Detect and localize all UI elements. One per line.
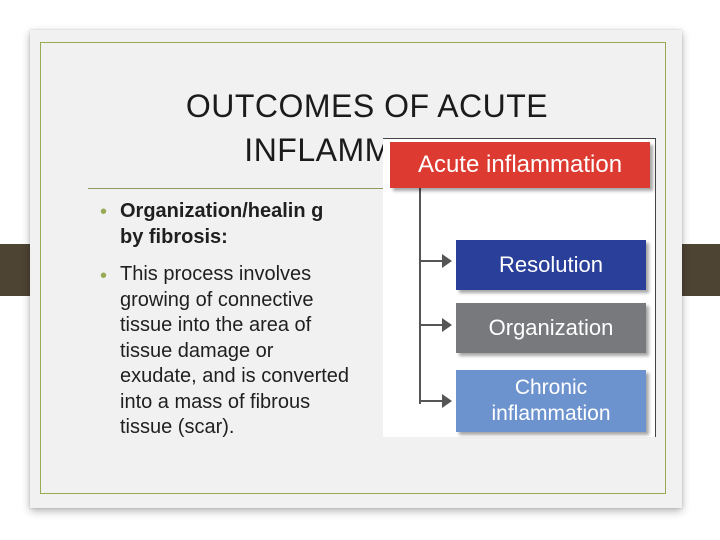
bullet-marker: • [100, 265, 108, 287]
organization-box: Organization [456, 303, 646, 353]
arrow-to-chronic [420, 394, 452, 408]
chronic-label: Chronic inflammation [491, 376, 611, 425]
title-divider [88, 188, 598, 189]
right-side-tab [676, 244, 720, 296]
arrow-to-resolution [420, 254, 452, 268]
bullet-heading: Organization/healin g by fibrosis: [120, 200, 324, 248]
acute-inflammation-box: Acute inflammation [390, 142, 650, 188]
chronic-inflammation-box: Chronic inflammation [456, 370, 646, 432]
arrow-to-organization [420, 318, 452, 332]
title-line-1: OUTCOMES OF ACUTE [185, 88, 549, 124]
slide-frame [40, 42, 666, 494]
resolution-box: Resolution [456, 240, 646, 290]
bullet-body: This process involves growing of connect… [120, 263, 350, 438]
diagram-connector [419, 186, 421, 404]
bullet-marker: • [100, 201, 108, 223]
